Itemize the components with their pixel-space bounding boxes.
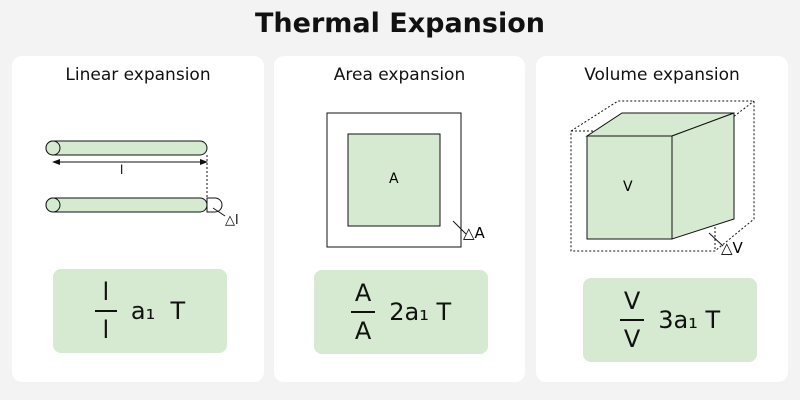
length-arrow-left-head: [52, 159, 60, 165]
original-rod-end: [45, 140, 61, 156]
length-label: l: [120, 163, 123, 177]
delta-leader: [452, 220, 467, 235]
volume-expansion-diagram: V △V: [570, 100, 755, 257]
area-expansion-card: Area expansion A △A A A 2a₁ T: [274, 56, 525, 382]
volume-formula: V V 3a₁ T: [583, 278, 757, 362]
delta-leader: [212, 207, 226, 217]
area-formula-rhs: 2a₁ T: [389, 298, 452, 326]
cube-front-face: [586, 135, 673, 240]
area-formula-denominator: A: [354, 317, 372, 345]
page-title: Thermal Expansion: [255, 8, 545, 39]
length-arrow-right-head: [200, 159, 208, 165]
linear-formula-numerator: l: [102, 278, 110, 306]
volume-formula-numerator: V: [623, 287, 641, 315]
linear-expansion-title: Linear expansion: [65, 65, 211, 85]
volume-formula-denominator: V: [623, 325, 641, 353]
expanded-rod: [45, 197, 208, 213]
linear-formula-rhs: a₁ T: [130, 297, 186, 325]
delta-area-label: △A: [463, 224, 486, 242]
volume-formula-rhs: 3a₁ T: [658, 306, 721, 334]
volume-label: V: [623, 179, 633, 195]
area-formula: A A 2a₁ T: [314, 270, 488, 354]
area-label: A: [389, 171, 399, 187]
area-formula-numerator: A: [354, 279, 372, 307]
expanded-rod-end: [45, 197, 61, 213]
linear-expansion-diagram: l △l: [45, 140, 239, 228]
delta-volume-label: △V: [721, 239, 744, 257]
delta-length-label: △l: [225, 213, 239, 228]
extension-segment: [206, 197, 223, 213]
linear-formula: l l a₁ T: [53, 269, 227, 353]
fraction-bar: [350, 311, 376, 313]
volume-formula-fraction: V V: [619, 286, 645, 354]
original-square: [347, 133, 441, 227]
linear-formula-fraction: l l: [94, 277, 117, 345]
delta-leader: [708, 232, 724, 247]
area-expansion-diagram: A △A: [326, 112, 486, 248]
area-formula-fraction: A A: [350, 278, 376, 346]
volume-expansion-title: Volume expansion: [584, 65, 740, 85]
fraction-bar: [619, 319, 645, 321]
original-rod: [45, 140, 208, 156]
volume-expansion-card: Volume expansion V △V V V 3a₁ T: [536, 56, 788, 382]
fraction-bar: [94, 310, 117, 312]
linear-expansion-card: Linear expansion l △l l l a₁ T: [12, 56, 264, 382]
linear-formula-denominator: l: [102, 316, 110, 344]
area-expansion-title: Area expansion: [333, 65, 466, 85]
